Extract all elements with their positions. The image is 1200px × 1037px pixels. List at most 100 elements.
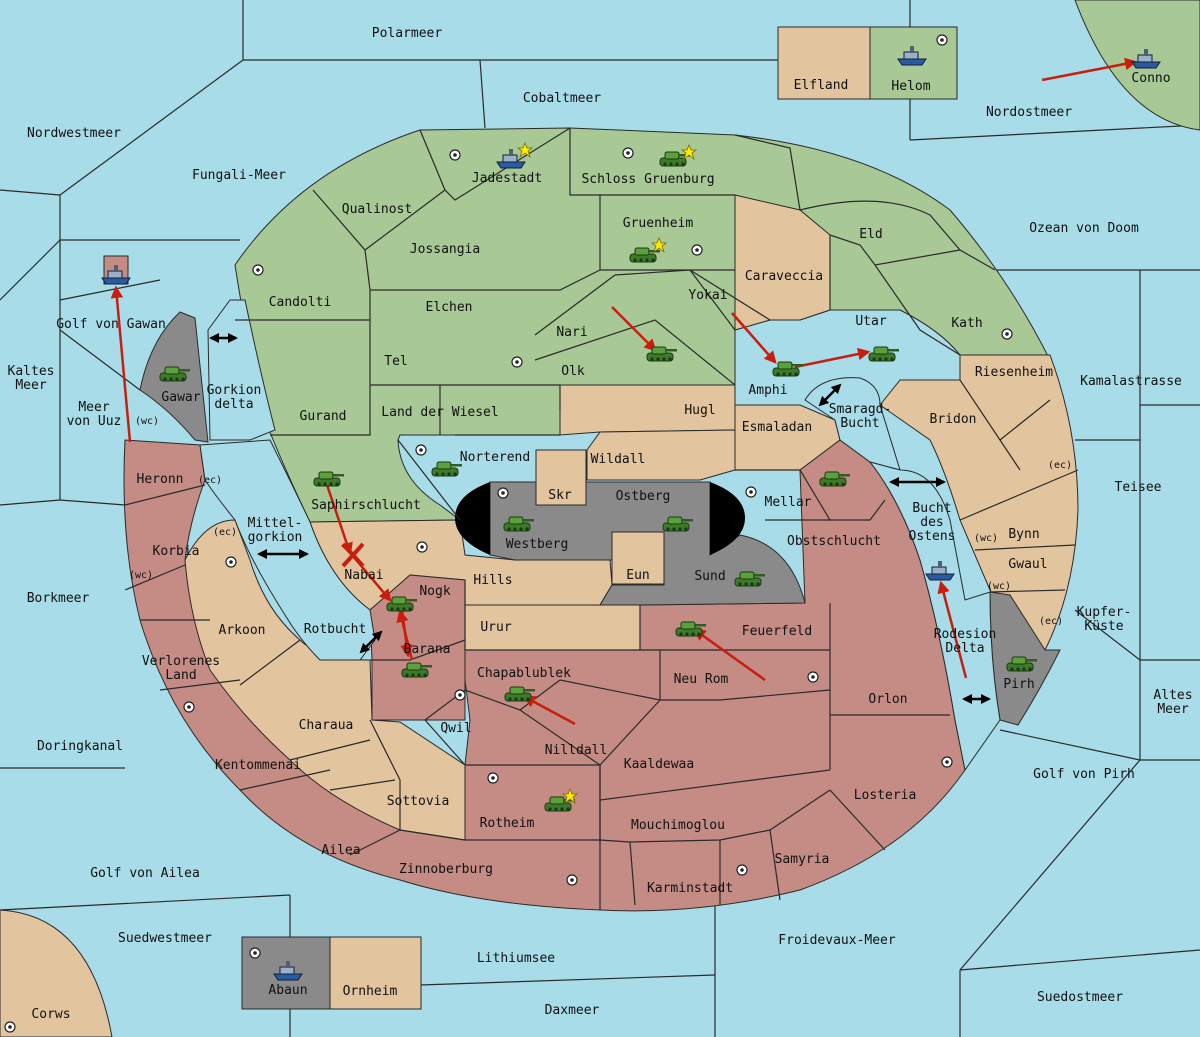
orders <box>110 57 1138 726</box>
sea-label: Meer <box>15 378 46 393</box>
land-label: Samyria <box>775 852 830 867</box>
water-bucht-des-ostens <box>868 461 1001 772</box>
red-x-icon <box>341 542 365 568</box>
land-label: Rotheim <box>480 816 535 831</box>
tank-icon <box>662 516 694 532</box>
sea-label: Golf von Ailea <box>90 866 200 881</box>
red-arrow-icon <box>1041 57 1138 82</box>
sea-label: Nordostmeer <box>986 105 1072 120</box>
region-corws[interactable] <box>0 909 113 1037</box>
sea-label: Küste <box>1084 619 1123 634</box>
land-labels: Elfland Helom Conno Jadestadt Schloss Gr… <box>31 71 1170 1022</box>
green-north-area[interactable] <box>234 127 1051 523</box>
supply-center-icon <box>225 556 237 568</box>
region-wildall[interactable] <box>586 429 736 481</box>
region-eun[interactable] <box>611 531 665 585</box>
supply-center-icon <box>487 772 499 784</box>
sea-label: Kamalastrasse <box>1080 374 1182 389</box>
supply-center-icon <box>936 34 948 46</box>
land-label: Losteria <box>854 788 917 803</box>
land-label: Skr <box>548 488 572 503</box>
land-label: Kaaldewaa <box>624 757 694 772</box>
sea-label: delta <box>214 397 253 412</box>
sea-label: Kupfer- <box>1077 605 1132 620</box>
region-elfland[interactable] <box>777 26 871 100</box>
sea-label: Teisee <box>1115 480 1162 495</box>
land-label: Land der Wiesel <box>381 405 498 420</box>
tank-icon <box>1006 656 1038 672</box>
land-label: Arkoon <box>219 623 266 638</box>
land-label: Charaua <box>299 718 354 733</box>
land-label: Olk <box>561 364 585 379</box>
land-label: Korbia <box>153 544 200 559</box>
sea-label: Ozean von Doom <box>1029 221 1139 236</box>
land-label: Bridon <box>930 412 977 427</box>
double-arrow-icon <box>359 630 383 654</box>
sea-label: Ostens <box>909 529 956 544</box>
coast-tag: (wc) <box>129 570 153 581</box>
red-arrow-icon <box>324 481 353 556</box>
sea-label: Nordwestmeer <box>27 126 121 141</box>
land-label: Elfland <box>794 78 849 93</box>
sea-label: Daxmeer <box>545 1003 600 1018</box>
land-label: Chapablublek <box>477 666 571 681</box>
sea-label: Rotbucht <box>304 622 367 637</box>
coast-tag: (ec) <box>198 475 222 486</box>
tank-icon <box>868 346 900 362</box>
coast-tag: (ec) <box>1039 616 1063 627</box>
tank-icon <box>675 621 707 637</box>
tank-icon <box>386 596 418 612</box>
land-label: Sund <box>694 569 725 584</box>
land-label: Saphirschlucht <box>311 498 421 513</box>
supply-center-icon <box>622 147 634 159</box>
red-arrow-icon <box>794 347 871 369</box>
impassable-east-cap <box>710 482 745 555</box>
coast-tag: (wc) <box>135 416 159 427</box>
land-label: Candolti <box>269 295 332 310</box>
land-label: Urur <box>480 620 511 635</box>
region-ornheim[interactable] <box>329 936 422 1010</box>
land-label: Mellar <box>765 495 812 510</box>
tank-icon <box>159 366 191 382</box>
supply-center-icon <box>4 1021 16 1033</box>
impassable-west-cap <box>455 482 490 555</box>
red-arrow-icon <box>522 695 576 726</box>
tank-icon <box>819 471 851 487</box>
tank-icon <box>504 686 536 702</box>
sea-label: Doringkanal <box>37 739 123 754</box>
land-label: Ostberg <box>616 489 671 504</box>
region-caraveccia[interactable] <box>734 194 831 331</box>
red-arrow-icon <box>611 306 657 352</box>
land-label: Ornheim <box>343 984 398 999</box>
coast-tag: (wc) <box>987 581 1011 592</box>
supply-center-icon <box>249 947 261 959</box>
land-label: Qwil <box>440 721 471 736</box>
supply-center-icon <box>416 541 428 553</box>
sea-label: Bucht <box>840 416 879 431</box>
region-urur[interactable] <box>464 604 641 651</box>
land-label: Helom <box>891 79 930 94</box>
sea-label: Polarmeer <box>372 26 443 41</box>
region-skr[interactable] <box>535 449 587 506</box>
sea-label: Smaragd- <box>829 402 892 417</box>
land-label: Esmaladan <box>742 420 812 435</box>
supply-center-icon <box>736 864 748 876</box>
red-arrow-icon <box>937 580 968 679</box>
sea-label: Cobaltmeer <box>523 91 601 106</box>
land-label: Conno <box>1131 71 1170 86</box>
land-label: Wildall <box>591 452 646 467</box>
land-label: Corws <box>31 1007 70 1022</box>
swap-arrows <box>209 333 991 704</box>
land-label: Heronn <box>137 472 184 487</box>
supply-center-icon <box>497 487 509 499</box>
coast-tag: (ec) <box>1048 460 1072 471</box>
land-label: Nari <box>556 325 587 340</box>
tan-east-arc[interactable] <box>879 354 1079 651</box>
land-label: Gurand <box>300 409 347 424</box>
land-label: Kath <box>951 316 982 331</box>
tank-icon <box>772 361 804 377</box>
land-label: Qualinost <box>342 202 412 217</box>
land-label: Gawar <box>161 390 200 405</box>
sea-label: Fungali-Meer <box>192 168 286 183</box>
sea-label: Mittel- <box>248 516 303 531</box>
